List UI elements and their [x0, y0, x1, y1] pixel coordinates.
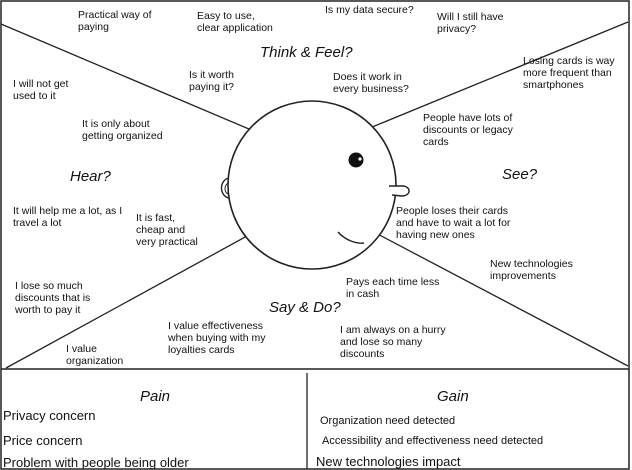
say-do-note: I value effectiveness when buying with m… [168, 320, 266, 356]
pain-item: Privacy concern [3, 408, 96, 423]
pain-item: Problem with people being older [3, 455, 189, 470]
ear-shape [220, 177, 230, 199]
hear-note: I will not get used to it [13, 78, 69, 102]
mouth-shape [337, 231, 365, 244]
divider-top-left [0, 23, 257, 133]
heading-say-do: Say & Do? [269, 299, 341, 316]
hear-note: I value organization [66, 343, 124, 367]
see-note: People have lots of discounts or legacy … [423, 112, 513, 148]
think-feel-note: Practical way of paying [78, 9, 152, 33]
nose-shape [389, 185, 410, 197]
say-do-note: Pays each time less in cash [346, 276, 440, 300]
hear-note: I lose so much discounts that is worth t… [15, 280, 91, 316]
divider-bottom-right [369, 229, 629, 367]
pain-item: Price concern [3, 433, 83, 448]
see-note: People loses their cards and have to wai… [396, 205, 511, 241]
gain-item: Accessibility and effectiveness need det… [322, 435, 544, 447]
think-feel-note: Will I still have privacy? [437, 11, 504, 35]
divider-top-right [359, 21, 629, 133]
think-feel-note: Is it worth paying it? [189, 69, 234, 93]
gain-item: Organization need detected [320, 415, 456, 427]
hear-note: It is fast, cheap and very practical [136, 212, 198, 248]
heading-pain: Pain [140, 388, 171, 405]
gain-item: New technologies impact [316, 454, 461, 469]
eye-highlight [358, 157, 362, 161]
see-note: Losing cards is way more frequent than s… [523, 55, 615, 91]
heading-think-feel: Think & Feel? [260, 44, 353, 61]
heading-hear: Hear? [70, 168, 111, 185]
heading-see: See? [502, 166, 538, 183]
think-feel-note: Is my data secure? [325, 4, 414, 16]
hear-note: It will help me a lot, as I travel a lot [13, 205, 123, 229]
say-do-note: I am always on a hurry and lose so many … [340, 324, 446, 360]
hear-note: It is only about getting organized [82, 118, 163, 142]
heading-gain: Gain [437, 388, 469, 405]
eye [348, 152, 364, 168]
think-feel-note: Easy to use, clear application [197, 10, 273, 34]
see-note: New technologies improvements [490, 258, 573, 282]
think-feel-note: Does it work in every business? [333, 71, 409, 95]
head-circle [227, 100, 397, 270]
divider-bottom-left [5, 229, 259, 369]
ear-inner [224, 182, 229, 195]
